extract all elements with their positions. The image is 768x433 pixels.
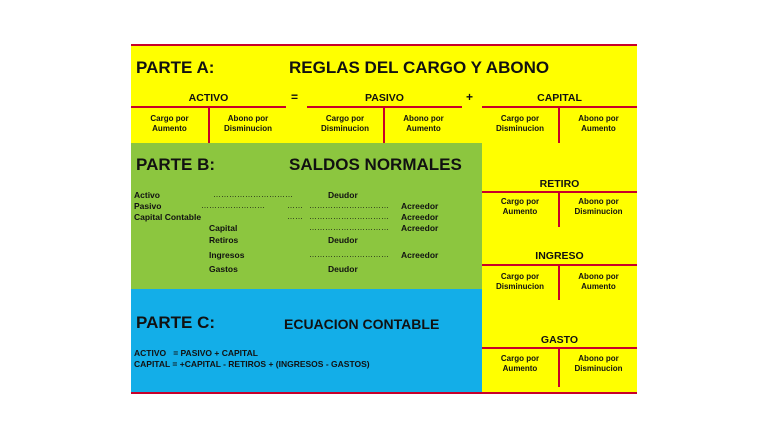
part-a-label: PARTE A: xyxy=(136,58,215,77)
gasto-header: GASTO xyxy=(540,334,579,346)
part-a-title: REGLAS DEL CARGO Y ABONO xyxy=(289,58,550,77)
part-b-title: SALDOS NORMALES xyxy=(289,155,462,174)
row-pasivo-debe: …… xyxy=(287,201,303,210)
row-pasivo-dots: …………………… xyxy=(201,201,265,210)
activo-t-stem xyxy=(208,106,210,143)
part-c-panel: PARTE C: ECUACION CONTABLE ACTIVO = PASI… xyxy=(131,289,482,392)
ingreso-t-stem xyxy=(558,264,560,300)
equation-activo: ACTIVO = PASIVO + CAPITAL xyxy=(134,348,258,358)
row-capital-name: Capital xyxy=(209,223,238,233)
activo-header: ACTIVO xyxy=(188,92,229,104)
equals-sign: = xyxy=(291,90,299,104)
retiro-t-stem xyxy=(558,191,560,227)
row-pasivo-haber: Acreedor xyxy=(401,201,439,211)
row-capital-contable-name: Capital Contable xyxy=(134,212,202,222)
pasivo-header: PASIVO xyxy=(365,92,404,104)
row-ingresos-haber: Acreedor xyxy=(401,250,439,260)
row-capital-contable-debe: …… xyxy=(287,212,303,221)
row-capital-dots2: ………………………… xyxy=(309,223,389,232)
row-retiros-name: Retiros xyxy=(209,235,239,245)
ingreso-header: INGRESO xyxy=(535,250,584,262)
accounting-slide: PARTE A: REGLAS DEL CARGO Y ABONO ACTIVO… xyxy=(131,44,637,394)
part-b-label: PARTE B: xyxy=(136,155,216,174)
capital-header: CAPITAL xyxy=(537,92,582,104)
bottom-border xyxy=(131,392,637,394)
row-capital-haber: Acreedor xyxy=(401,223,439,233)
row-retiros-debe: Deudor xyxy=(328,235,358,245)
capital-t-stem xyxy=(558,106,560,143)
row-ingresos-name: Ingresos xyxy=(209,250,245,260)
row-activo-dots: ………………………… xyxy=(213,190,293,199)
gasto-t-stem xyxy=(558,347,560,387)
row-ingresos-dots2: ………………………… xyxy=(309,250,389,259)
part-c-label: PARTE C: xyxy=(136,313,216,332)
row-gastos-debe: Deudor xyxy=(328,264,358,274)
retiro-header: RETIRO xyxy=(539,178,580,190)
row-capital-contable-dots2: ………………………… xyxy=(309,212,389,221)
row-gastos-name: Gastos xyxy=(209,264,238,274)
row-activo-debe: Deudor xyxy=(328,190,358,200)
part-c-title: ECUACION CONTABLE xyxy=(284,316,440,332)
row-capital-contable-haber: Acreedor xyxy=(401,212,439,222)
row-pasivo-name: Pasivo xyxy=(134,201,162,211)
top-border xyxy=(131,44,637,46)
plus-sign: + xyxy=(466,90,474,104)
row-activo-name: Activo xyxy=(134,190,160,200)
part-b-panel: PARTE B: SALDOS NORMALES Activo ……………………… xyxy=(131,143,482,289)
pasivo-t-stem xyxy=(383,106,385,143)
equation-capital: CAPITAL = +CAPITAL - RETIROS + (INGRESOS… xyxy=(134,359,370,369)
row-pasivo-dots2: ………………………… xyxy=(309,201,389,210)
